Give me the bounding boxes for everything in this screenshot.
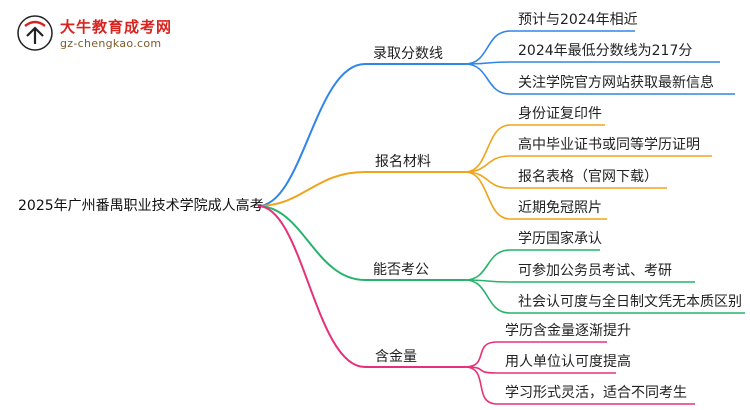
leaf-topic: 用人单位认可度提高	[505, 354, 631, 370]
branch-topic: 录取分数线	[373, 46, 443, 62]
site-logo[interactable]: 大牛教育成考网 gz-chengkao.com	[8, 14, 178, 54]
child-connector	[464, 366, 498, 405]
branch-connector	[257, 63, 366, 207]
leaf-topic: 学历国家承认	[518, 231, 602, 247]
leaf-topic: 可参加公务员考试、考研	[518, 263, 672, 279]
child-connector	[464, 341, 498, 368]
child-connector	[464, 155, 511, 173]
child-connector	[464, 171, 511, 220]
niu-badge-icon	[17, 15, 53, 51]
leaf-topic: 身份证复印件	[518, 106, 602, 122]
child-connector	[464, 124, 511, 173]
branch-topic: 能否考公	[373, 262, 429, 278]
leaf-topic: 预计与2024年相近	[518, 12, 638, 28]
branch-topic: 报名材料	[375, 154, 431, 170]
child-connector	[464, 30, 511, 65]
branch-connector	[257, 205, 366, 281]
logo-url: gz-chengkao.com	[60, 37, 162, 50]
branch-topic: 含金量	[375, 349, 417, 365]
leaf-topic: 报名表格（官网下载）	[518, 169, 658, 185]
leaf-topic: 近期免冠照片	[518, 200, 602, 216]
root-topic: 2025年广州番禺职业技术学院成人高考	[18, 198, 264, 214]
leaf-topic: 学习形式灵活，适合不同考生	[505, 385, 687, 401]
child-connector	[464, 63, 511, 95]
leaf-topic: 社会认可度与全日制文凭无本质区别	[518, 294, 742, 310]
child-connector	[464, 279, 511, 314]
leaf-topic: 学历含金量逐渐提升	[505, 323, 631, 339]
leaf-topic: 关注学院官方网站获取最新信息	[518, 75, 714, 91]
child-connector	[464, 171, 511, 189]
branch-connector	[257, 171, 366, 207]
leaf-topic: 2024年最低分数线为217分	[518, 43, 693, 59]
leaf-topic: 高中毕业证书或同等学历证明	[518, 137, 700, 153]
branch-connector	[257, 205, 366, 368]
child-connector	[464, 249, 511, 281]
logo-title: 大牛教育成考网	[60, 18, 173, 36]
